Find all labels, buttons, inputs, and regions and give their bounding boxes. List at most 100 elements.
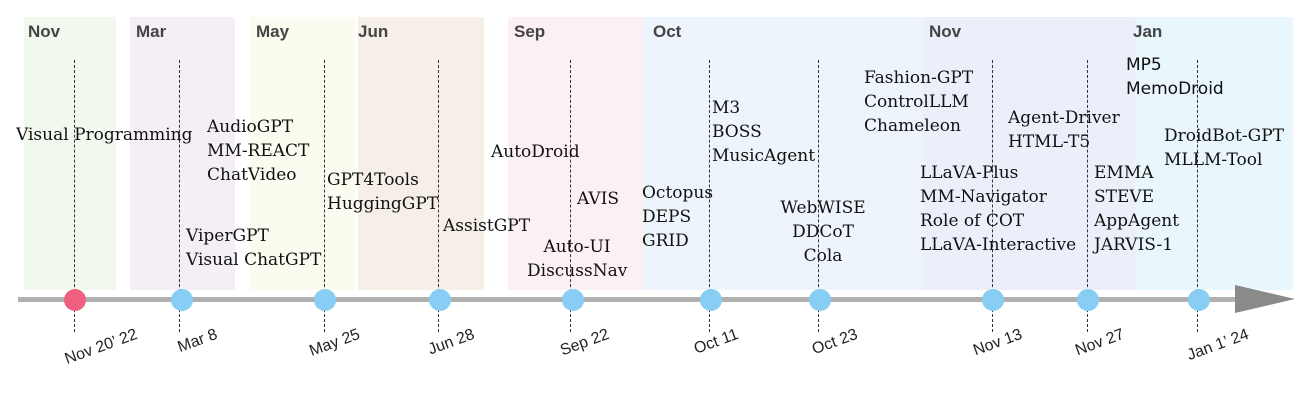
timeline-axis [18,297,1258,302]
month-label-nov-2022: Nov [28,22,61,41]
model-name: MM-REACT [207,141,310,161]
date-label-nov-20-22: Nov 20’ 22 [62,326,140,368]
date-label-mar-8: Mar 8 [175,326,220,356]
marker-sep-22 [562,289,584,311]
leader-line-mar-8 [179,60,180,332]
model-name: MemoDroid [1126,79,1224,99]
models-jun-28: AssistGPT [443,214,530,238]
model-name: Auto-UI [543,237,611,257]
model-name: MusicAgent [712,146,816,166]
band-may [250,17,355,290]
month-label-mar: Mar [136,22,167,41]
band-oct [643,17,923,290]
model-name: ControlLLM [864,92,969,112]
models-oct-late: Fashion-GPT ControlLLM Chameleon [864,66,973,138]
model-name: ViperGPT [186,226,269,246]
band-jan [1135,17,1293,290]
leader-line-nov-20 [74,60,75,332]
model-name: HTML-T5 [1008,132,1091,152]
model-name: HuggingGPT [327,194,439,214]
month-label-oct: Oct [653,22,682,41]
models-nov-mid: Agent-Driver HTML-T5 [1008,106,1120,154]
models-nov-13: LLaVA-Plus MM-Navigator Role of COT LLaV… [920,161,1076,257]
marker-oct-11 [700,289,722,311]
month-label-nov-2023: Nov [929,22,962,41]
date-label-may-25: May 25 [306,326,362,360]
models-nov-27: EMMA STEVE AppAgent JARVIS-1 [1094,161,1179,257]
model-name: AppAgent [1094,211,1180,231]
model-name: LLaVA-Plus [920,163,1019,183]
marker-nov-27 [1077,289,1099,311]
model-name: MP5 [1126,55,1162,75]
models-mar-late: AudioGPT MM-REACT ChatVideo [207,115,309,187]
model-name: Chameleon [864,116,961,136]
model-name: DiscussNav [527,261,628,281]
model-name: ChatVideo [207,165,297,185]
leader-line-oct-23 [818,60,819,332]
model-name: Visual ChatGPT [186,250,322,270]
models-oct-23: WebWISE DDCoT Cola [768,196,878,268]
model-name: DEPS [642,207,692,227]
model-name: Fashion-GPT [864,68,974,88]
band-sep [508,17,643,290]
model-name: M3 [712,98,741,118]
models-sep-22: Auto-UI DiscussNav [527,235,627,283]
models-oct-11: M3 BOSS MusicAgent [712,96,815,168]
leader-line-may-25 [324,60,325,332]
model-name: Role of COT [920,211,1025,231]
timeline-arrowhead [1235,285,1295,313]
model-name: EMMA [1094,163,1154,183]
model-name: Cola [803,246,843,266]
models-sep-autodroid: AutoDroid [491,140,580,164]
date-label-nov-13: Nov 13 [971,326,1025,360]
models-oct-early: Octopus DEPS GRID [642,181,713,253]
leader-line-nov-13 [992,60,993,332]
model-name: STEVE [1094,187,1155,207]
leader-line-jun-28 [438,60,439,332]
leader-line-nov-27 [1087,60,1088,332]
model-name: AutoDroid [491,142,580,162]
month-label-sep: Sep [514,22,546,41]
month-label-jan: Jan [1133,22,1163,41]
date-label-jan-1-24: Jan 1’ 24 [1184,326,1251,364]
model-name: WebWISE [780,198,866,218]
model-name: MM-Navigator [920,187,1047,207]
model-name: Octopus [642,183,714,203]
models-mar-8: ViperGPT Visual ChatGPT [186,224,321,272]
leader-line-jan-1 [1197,60,1198,332]
model-name: AssistGPT [443,216,531,236]
model-name: DDCoT [792,222,854,242]
model-name: Visual Programming [16,125,193,145]
marker-nov-13 [982,289,1004,311]
models-sep-avis: AVIS [577,187,619,211]
month-label-may: May [256,22,290,41]
month-label-jun: Jun [358,22,389,41]
date-label-oct-11: Oct 11 [691,326,741,358]
model-name: JARVIS-1 [1094,235,1174,255]
band-jun [358,17,484,290]
marker-may-25 [314,289,336,311]
model-name: AudioGPT [207,117,294,137]
marker-oct-23 [809,289,831,311]
band-nov-2022 [24,17,116,290]
marker-mar-8 [171,289,193,311]
start-marker [64,289,86,311]
date-label-jun-28: Jun 28 [425,326,477,359]
model-name: DroidBot-GPT [1164,126,1284,146]
model-name: GPT4Tools [327,170,419,190]
models-jan-top: MP5 MemoDroid [1126,53,1224,101]
model-name: LLaVA-Interactive [920,235,1077,255]
models-may-25: GPT4Tools HuggingGPT [327,168,438,216]
band-nov-2023 [923,17,1135,290]
model-name: AVIS [577,189,620,209]
model-name: MLLM-Tool [1164,150,1263,170]
model-name: GRID [642,231,689,251]
leader-line-oct-11 [709,60,710,332]
model-name: Agent-Driver [1008,108,1120,128]
leader-line-sep-22 [570,60,571,332]
band-mar [130,17,235,290]
model-name: BOSS [712,122,762,142]
models-nov-20: Visual Programming [16,123,193,147]
marker-jun-28 [429,289,451,311]
